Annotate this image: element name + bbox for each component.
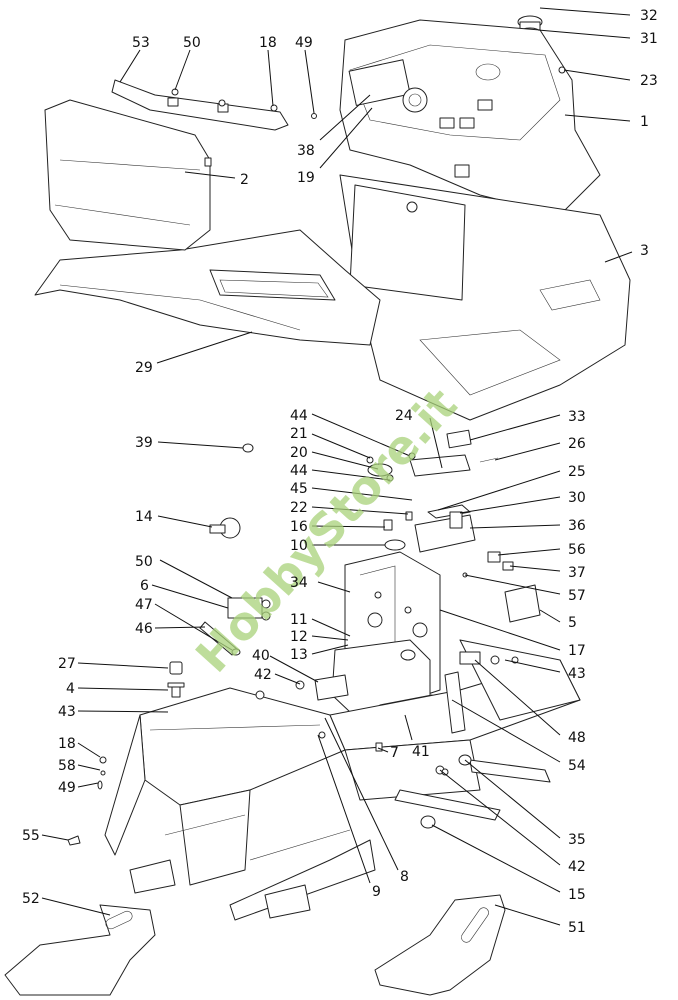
callout-45: 45 [290,481,308,497]
callout-31: 31 [640,31,658,47]
callout-11: 11 [290,612,308,628]
knob-drawing [209,517,241,539]
callout-30: 30 [568,490,586,506]
callout-29: 29 [135,360,153,376]
callout-47: 47 [135,597,153,613]
callout-44: 44 [290,408,308,424]
callout-12: 12 [290,629,308,645]
left-fasteners-drawing [199,597,271,656]
callout-58: 58 [58,758,76,774]
callout-2: 2 [240,172,249,188]
callout-48: 48 [568,730,586,746]
callout-4: 4 [66,681,75,697]
callout-56: 56 [568,542,586,558]
callout-22: 22 [290,500,308,516]
callout-23: 23 [640,73,658,89]
body-shroud-drawing [34,229,381,346]
plate-right-drawing [374,894,506,996]
callout-33: 33 [568,409,586,425]
callout-1: 1 [640,114,649,130]
callout-44: 44 [290,463,308,479]
callout-54: 54 [568,758,586,774]
callout-46: 46 [135,621,153,637]
callout-36: 36 [568,518,586,534]
callout-13: 13 [290,647,308,663]
callout-15: 15 [568,887,586,903]
callout-49: 49 [295,35,313,51]
callout-20: 20 [290,445,308,461]
callout-42: 42 [568,859,586,875]
callout-5: 5 [568,615,577,631]
plate-left-drawing [4,904,156,996]
side-panel-drawing [44,99,212,251]
main-frame-drawing [104,639,581,921]
callout-32: 32 [640,8,658,24]
dashboard-hood-drawing [339,19,601,216]
callout-39: 39 [135,435,153,451]
callout-42: 42 [254,667,272,683]
callout-9: 9 [372,884,381,900]
callout-18: 18 [58,736,76,752]
callout-51: 51 [568,920,586,936]
callout-7: 7 [390,745,399,761]
callout-43: 43 [568,666,586,682]
callout-57: 57 [568,588,586,604]
callout-24: 24 [395,408,413,424]
callout-6: 6 [140,578,149,594]
callout-10: 10 [290,538,308,554]
callout-41: 41 [412,744,430,760]
callout-19: 19 [297,170,315,186]
callout-35: 35 [568,832,586,848]
callout-14: 14 [135,509,153,525]
callout-18: 18 [259,35,277,51]
callout-37: 37 [568,565,586,581]
callout-25: 25 [568,464,586,480]
callout-50: 50 [183,35,201,51]
callout-40: 40 [252,648,270,664]
callout-3: 3 [640,243,649,259]
top-bracket-drawing [111,79,317,131]
callout-34: 34 [290,575,308,591]
callout-43: 43 [58,704,76,720]
callout-49: 49 [58,780,76,796]
leader-lines [41,7,633,926]
callout-53: 53 [132,35,150,51]
callout-27: 27 [58,656,76,672]
small-parts-cluster-drawing [242,429,541,623]
callout-21: 21 [290,426,308,442]
callout-26: 26 [568,436,586,452]
part-drawings [4,15,631,996]
callout-16: 16 [290,519,308,535]
callout-52: 52 [22,891,40,907]
callout-17: 17 [568,643,586,659]
callout-50: 50 [135,554,153,570]
callout-38: 38 [297,143,315,159]
callout-numbers: 32 31 23 1 53 50 18 49 38 19 2 3 29 33 4… [22,8,658,936]
callout-55: 55 [22,828,40,844]
callout-8: 8 [400,869,409,885]
floor-pan-drawing [339,174,631,421]
